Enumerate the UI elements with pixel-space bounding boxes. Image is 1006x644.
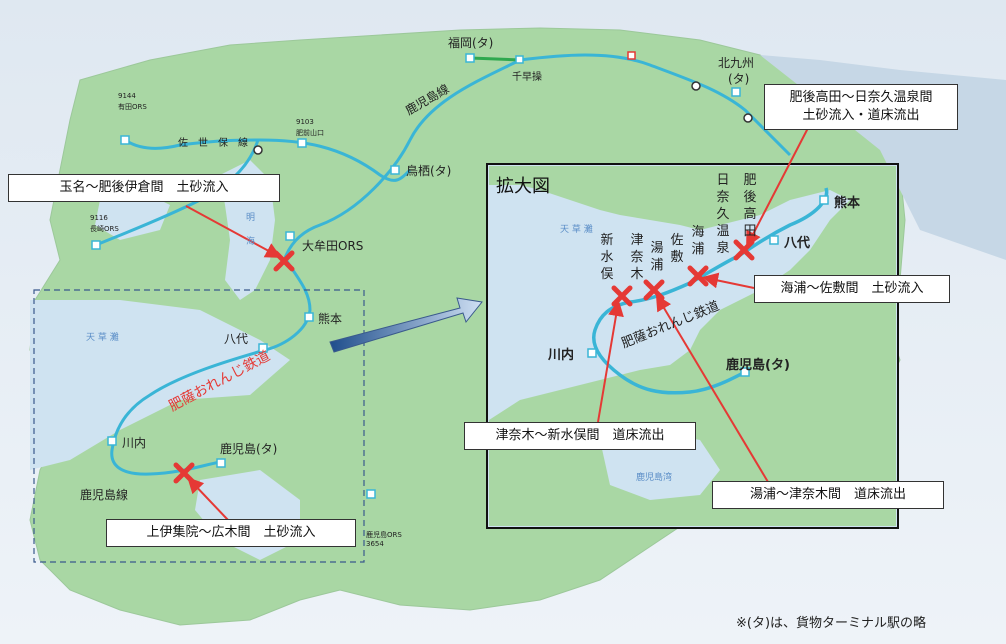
inset-station-sendai — [587, 348, 597, 358]
callout-tamana: 玉名～肥後伊倉間 土砂流入 — [8, 174, 280, 202]
sea-label-amakusa: 天 草 灘 — [86, 333, 119, 343]
arrow-tamana — [185, 205, 282, 258]
station-marker-omuta — [285, 231, 295, 241]
callout-tsunagi: 津奈木～新水俣間 道床流出 — [464, 422, 696, 450]
station-label-chihaya: 千早操 — [512, 72, 542, 83]
station-marker-kumamoto — [304, 312, 314, 322]
station-label-kitakyushu: 北九州 — [718, 56, 755, 70]
arrow-higotakata — [746, 127, 809, 248]
station-marker-chihaya — [515, 55, 524, 64]
footnote: ※(タ)は、貨物ターミナル駅の略 — [736, 616, 927, 631]
arrow-tsunagi — [597, 300, 624, 423]
inset-vert-sashiki: 佐敷 — [670, 233, 684, 265]
inset-label-kumamoto: 熊本 — [834, 196, 861, 211]
station-marker-9116 — [91, 240, 101, 250]
station-label-kagoshima: 鹿児島(タ) — [220, 442, 278, 456]
inset-station-kagoshima — [740, 367, 750, 377]
code-9116-name: 長崎ORS — [90, 225, 119, 233]
callout-higotakata-line2: 土砂流入・道床流出 — [802, 108, 920, 123]
inset-vert-higotakata: 肥後高田 — [743, 173, 757, 239]
code-3654: 3654 — [366, 540, 384, 548]
zoom-region-box — [33, 289, 365, 563]
inset-label-sea: 天 草 灘 — [560, 225, 593, 235]
inset-station-yatsushiro — [769, 235, 779, 245]
zoom-pointer-arrow — [329, 297, 483, 353]
inset-vert-umiura: 海浦 — [691, 225, 705, 257]
code-9116: 9116 — [90, 214, 108, 222]
station-marker-3654 — [366, 489, 376, 499]
line-to-kitakyushu — [519, 53, 792, 157]
inset-label-bay: 鹿児島湾 — [636, 473, 673, 483]
station-marker-kagoshima — [216, 458, 226, 468]
code-9103: 9103 — [296, 118, 314, 126]
red-station-marker — [627, 51, 636, 60]
arrow-yunoura — [655, 294, 769, 483]
kagoshima-line-north — [283, 58, 521, 259]
sea-label-ariake: 明海 — [246, 213, 256, 247]
inset-station-kumamoto — [819, 195, 829, 205]
station-marker-kitakyushu — [731, 87, 741, 97]
inset-label-yatsushiro: 八代 — [784, 236, 811, 251]
callout-higotakata-line1: 肥後高田～日奈久温泉間 — [789, 90, 933, 105]
callout-higotakata: 肥後高田～日奈久温泉間 土砂流入・道床流出 — [764, 84, 958, 130]
code-9103-name: 肥前山口 — [296, 129, 324, 137]
inset-vert-shinminamata: 新水俣 — [600, 233, 614, 282]
omura-bay — [95, 190, 170, 240]
station-label-tosu: 鳥栖(タ) — [406, 164, 452, 178]
code-9144-name: 有田ORS — [118, 103, 147, 111]
sasebo-line — [124, 138, 412, 182]
station-label-fukuoka: 福岡(タ) — [448, 36, 494, 50]
fukuoka-spur — [469, 56, 521, 62]
line-label-sasebo: 佐 世 保 線 — [178, 138, 248, 149]
station-label-sendai: 川内 — [122, 436, 147, 450]
station-label-yatsushiro: 八代 — [224, 332, 249, 346]
code-9144: 9144 — [118, 92, 136, 100]
junction-marker — [253, 145, 263, 155]
kitakyushu-junction-marker-2 — [743, 113, 753, 123]
inset-title: 拡大図 — [496, 176, 550, 197]
arrow-umiura — [702, 272, 755, 289]
inset-vert-yunoura: 湯浦 — [650, 241, 664, 273]
station-label-kumamoto: 熊本 — [318, 312, 343, 326]
arrow-kamiijuin — [187, 477, 229, 521]
callout-umiura: 海浦～佐敷間 土砂流入 — [754, 275, 950, 303]
callout-yunoura: 湯浦～津奈木間 道床流出 — [712, 481, 944, 509]
station-marker-9103 — [297, 138, 307, 148]
kitakyushu-junction-marker — [691, 81, 701, 91]
station-marker-9144 — [120, 135, 130, 145]
kagoshima-line-south — [110, 257, 312, 476]
station-label-omuta: 大牟田ORS — [302, 239, 364, 253]
callout-kamiijuin: 上伊集院～広木間 土砂流入 — [106, 519, 356, 547]
inset-label-kagoshima: 鹿児島(タ) — [726, 358, 790, 373]
station-marker-yatsushiro — [258, 343, 268, 353]
station-marker-tosu — [390, 165, 400, 175]
code-3654-name: 鹿児島ORS — [366, 531, 402, 539]
station-marker-fukuoka — [465, 53, 475, 63]
inset-vert-tsunagi: 津奈木 — [630, 233, 644, 282]
inset-label-sendai: 川内 — [548, 348, 575, 363]
station-marker-sendai — [107, 436, 117, 446]
line-label-kagoshima-south: 鹿児島線 — [80, 488, 129, 502]
amakusa-sea — [30, 300, 290, 470]
inset-vert-hinagu: 日奈久温泉 — [716, 173, 730, 256]
station-label-kitakyushu-sub: (タ) — [728, 72, 750, 86]
